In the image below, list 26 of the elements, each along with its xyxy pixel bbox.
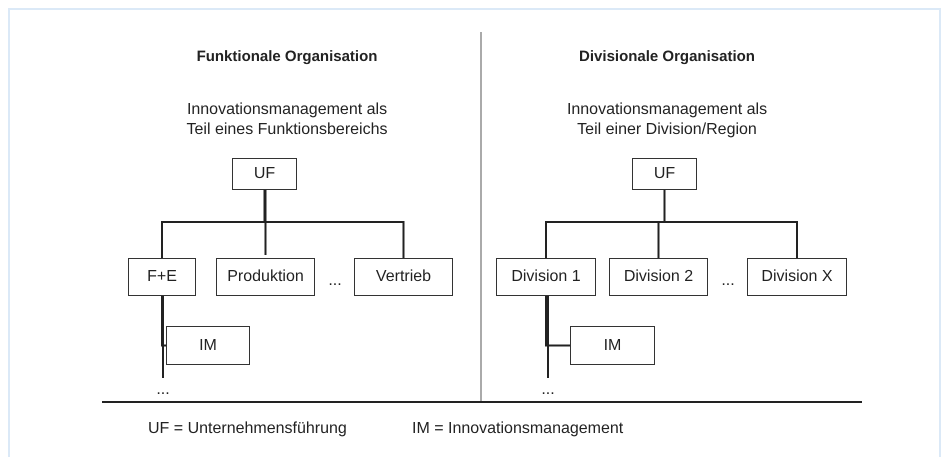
org-unit-box: Division 1 bbox=[496, 258, 596, 296]
legend-text: IM = Innovationsmanagement bbox=[412, 420, 624, 438]
ellipsis: ... bbox=[150, 381, 176, 399]
org-unit-box: UF bbox=[232, 158, 297, 190]
org-unit-box: F+E bbox=[128, 258, 196, 296]
ellipsis: ... bbox=[328, 272, 342, 290]
org-unit-box: Vertrieb bbox=[354, 258, 453, 296]
org-unit-box: Division X bbox=[747, 258, 847, 296]
connector-line bbox=[547, 296, 549, 378]
column-heading: Funktionale Organisation bbox=[196, 48, 378, 65]
org-unit-box: Produktion bbox=[216, 258, 315, 296]
legend-text: UF = Unternehmensführung bbox=[148, 420, 347, 438]
connector-line bbox=[264, 190, 266, 255]
column-heading: Divisionale Organisation bbox=[579, 48, 755, 65]
connector-line bbox=[162, 296, 164, 378]
org-unit-box: IM bbox=[570, 326, 655, 365]
org-unit-box: Division 2 bbox=[609, 258, 708, 296]
org-unit-box: UF bbox=[632, 158, 697, 190]
ellipsis: ... bbox=[535, 381, 561, 399]
ellipsis: ... bbox=[721, 272, 735, 290]
column-subtitle: Innovationsmanagement als Teil eines Funktionsbereichs bbox=[186, 100, 388, 140]
connector-line bbox=[161, 296, 166, 346]
org-unit-box: IM bbox=[166, 326, 250, 365]
connector-line bbox=[664, 190, 798, 258]
column-subtitle: Innovationsmanagement als Teil einer Division/Region bbox=[566, 100, 768, 140]
connector-line bbox=[545, 296, 570, 346]
